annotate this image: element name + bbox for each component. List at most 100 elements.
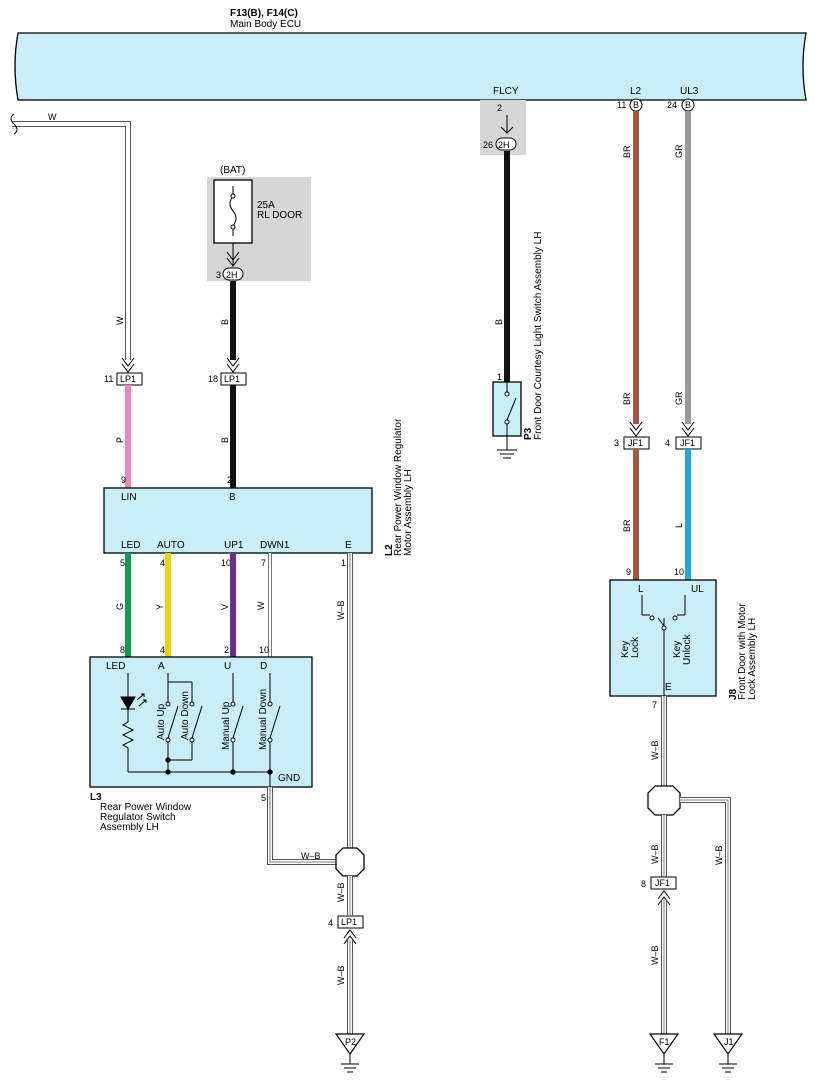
jf1-8-box [650, 876, 677, 890]
l3-pin-a: A [158, 661, 165, 672]
switch-auto-up: Auto Up [156, 703, 167, 740]
lp1-18-arrow-icon [226, 357, 240, 373]
lp1-11-arrow-icon [121, 357, 135, 373]
l3-pin-5: 5 [261, 793, 266, 803]
wire-label-wb-jf1-up: W–B [650, 844, 660, 864]
jf1-pin4: 4 [665, 438, 670, 448]
wire-label-wb-jf1-dn: W–B [650, 945, 660, 965]
wire-w-top-fill [12, 122, 130, 360]
lp1-pin18: 18 [208, 374, 218, 384]
l2-pin-5: 5 [120, 558, 125, 568]
l3-pin-8: 8 [120, 645, 125, 655]
l3-pin-u: U [224, 661, 231, 672]
p3-name: Front Door Courtesy Light Switch Assembl… [533, 232, 544, 440]
wire-label-gr-top: GR [674, 144, 684, 158]
j8-pin-9: 9 [626, 567, 631, 577]
l2-pin-10: 10 [221, 558, 231, 568]
fuse-conn-oval [222, 267, 244, 281]
wire-label-b-lp1: B [220, 437, 230, 443]
j8-pin-e: E [665, 682, 672, 693]
j8-ref: J8 [728, 688, 739, 700]
p3-pin: 1 [497, 372, 502, 382]
jf1-pin8: 8 [641, 879, 646, 889]
p3-ref: P3 [523, 427, 534, 440]
l3-pin-led: LED [106, 661, 125, 672]
ground-p3-symbol [497, 449, 517, 459]
ground-j1-symbol [719, 1054, 737, 1073]
wire-label-wb-lp1: W–B [336, 965, 346, 985]
wire-label-w-left: W [115, 316, 125, 325]
lp1-18-label: LP1 [224, 374, 240, 384]
ground-j1-icon [712, 1033, 744, 1056]
l2-pin-b: B [229, 492, 236, 503]
wire-wb-j1 [680, 797, 731, 1034]
l3-pin-10: 10 [259, 645, 269, 655]
lp1-4-arrow-icon [343, 929, 357, 945]
jf1-4-label: JF1 [680, 438, 695, 448]
wire-label-w-dwn: W [256, 601, 266, 610]
wire-label-wb-split: W–B [336, 882, 346, 902]
wire-label-wb-j8: W–B [650, 740, 660, 760]
fuse-icon [229, 186, 237, 236]
jf1-3-label: JF1 [628, 438, 643, 448]
j8-internal-circuit [641, 595, 686, 696]
j8-pin-ul: UL [691, 584, 704, 595]
ground-f1-symbol [655, 1054, 673, 1073]
wire-w-top [12, 121, 131, 360]
l2-pin-2: 2 [227, 475, 232, 485]
wire-label-l: L [674, 523, 684, 528]
fuse-name: RL DOOR [257, 210, 302, 221]
jf1-3-arrow-icon [629, 421, 643, 437]
ecu-pin-flcy-num: 2 [497, 103, 502, 113]
courtesy-conn-label: 2H [498, 140, 510, 150]
j8-key-lock-1: Key [620, 641, 631, 658]
ecu-pin-ul3-conn: B [685, 100, 691, 110]
wire-label-gr-mid: GR [674, 391, 684, 405]
wire-label-w-top: W [48, 112, 57, 122]
l2-pin-7: 7 [261, 558, 266, 568]
wire-label-b-fuse: B [220, 319, 230, 325]
jf1-8-label: JF1 [655, 878, 670, 888]
l3-name-1: Rear Power Window [100, 802, 192, 813]
ecu-pin-ul3-num: 24 [667, 100, 677, 110]
ground-f1-icon [648, 1033, 680, 1056]
ground-p2-label: P2 [345, 1037, 356, 1047]
ecu-pin-ul3-name: UL3 [680, 86, 699, 97]
jf1-pin3: 3 [614, 438, 619, 448]
l3-pin-2: 2 [224, 645, 229, 655]
l2-pin-4: 4 [160, 558, 165, 568]
p3-switch-icon [504, 382, 517, 450]
fuse-pin: 3 [216, 270, 221, 280]
fuse-arrow-icon [226, 243, 240, 267]
l2-pin-lin: LIN [121, 492, 137, 503]
jf1-8-arrow-icon [657, 890, 671, 906]
ecu-ref: F13(B), F14(C) [230, 8, 298, 19]
l2-name-1: Rear Power Window Regulator [393, 418, 404, 556]
led-icon [120, 696, 136, 710]
j8-name-1: Front Door with Motor [737, 603, 748, 700]
j8-pin-l: L [638, 584, 644, 595]
l2-ref: L2 [384, 544, 395, 556]
l3-pin-4: 4 [160, 645, 165, 655]
fuse-rating: 25A [257, 200, 275, 211]
wire-label-br-mid: BR [622, 392, 632, 405]
l2-pin-up1: UP1 [224, 540, 244, 551]
l2-pin-auto: AUTO [157, 540, 185, 551]
switch-manual-down: Manual Down [258, 689, 269, 750]
ground-p2-icon [334, 1033, 366, 1056]
ground-p2-symbol [341, 1054, 359, 1073]
ground-f1-label: F1 [659, 1037, 670, 1047]
wire-label-br-top: BR [622, 145, 632, 158]
l2-motor-box [103, 487, 373, 554]
l2-pin-dwn1: DWN1 [260, 540, 290, 551]
wire-label-wb-e: W–B [336, 600, 346, 620]
wire-label-p: P [115, 437, 125, 443]
courtesy-conn-pin: 26 [483, 140, 493, 150]
courtesy-conn-oval [495, 137, 517, 151]
wire-label-wb-j1: W–B [714, 845, 724, 865]
j8-pin-10: 10 [674, 567, 684, 577]
lp1-4-box [337, 915, 364, 929]
lp1-pin4: 4 [328, 918, 333, 928]
l3-pin-gnd: GND [278, 773, 300, 784]
